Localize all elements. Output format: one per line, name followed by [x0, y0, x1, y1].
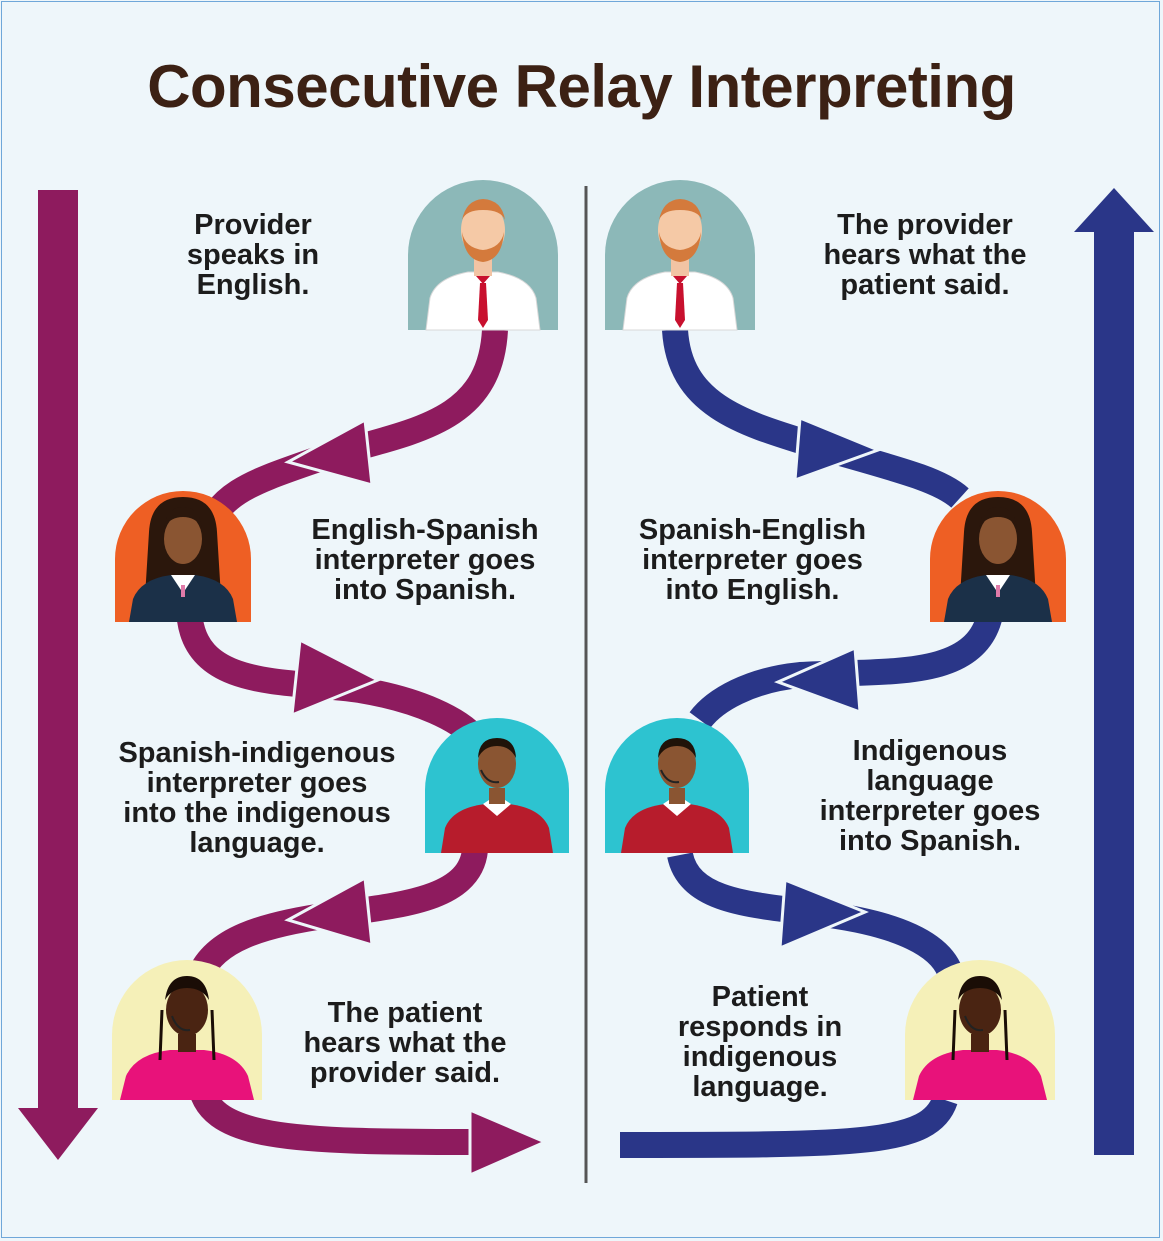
- right-provider-avatar: [604, 179, 756, 331]
- left-downward-arrow: [18, 190, 98, 1160]
- left-provider-avatar: [407, 179, 559, 331]
- right-step1-caption: The provider hears what the patient said…: [823, 209, 1027, 301]
- right-patient-avatar: [903, 958, 1057, 1102]
- left-step2-caption: English-Spanish interpreter goes into Sp…: [311, 514, 539, 606]
- left-step1-caption: Provider speaks in English.: [186, 209, 320, 301]
- page-title: Consecutive Relay Interpreting: [147, 53, 1016, 120]
- right-indigenous-interpreter-avatar: [604, 717, 750, 854]
- left-flow-arrowheads: [284, 417, 549, 1178]
- left-patient-avatar: [110, 958, 264, 1102]
- left-indigenous-interpreter-avatar: [424, 717, 570, 854]
- right-step2-caption: Spanish-English interpreter goes into En…: [638, 514, 867, 606]
- left-interpreter-avatar: [115, 491, 251, 622]
- right-upward-arrow: [1074, 188, 1154, 1155]
- left-step3-caption: Spanish-indigenous interpreter goes into…: [118, 737, 396, 859]
- right-flow-arrowheads: [773, 415, 883, 951]
- right-step4-caption: Patient responds in indigenous language.: [677, 981, 843, 1103]
- right-interpreter-avatar: [930, 491, 1066, 622]
- left-step4-caption: The patient hears what the provider said…: [303, 997, 507, 1089]
- right-step3-caption: Indigenous language interpreter goes int…: [819, 735, 1041, 857]
